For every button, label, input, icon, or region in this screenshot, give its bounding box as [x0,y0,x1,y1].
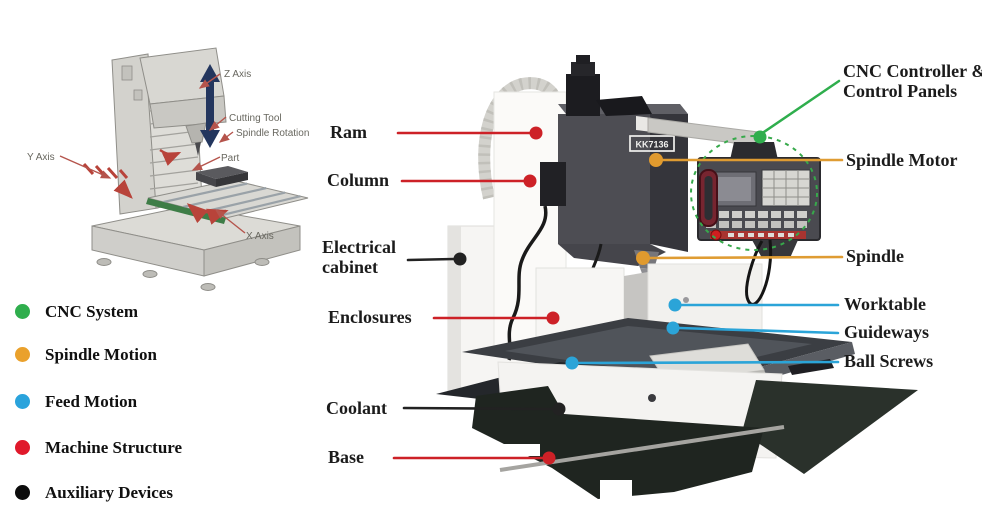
sketch-label-y-axis: Y Axis [27,152,55,163]
sketch-base [91,205,301,291]
callout-label-cnc-controller: CNC Controller & Control Panels [843,61,982,101]
machine-illustration: KK7136 [392,55,918,500]
legend-dot-machine-structure [15,440,30,455]
callout-dot-worktable [668,298,682,312]
legend-dot-auxiliary-devices [15,485,30,500]
spindle-head-part: KK7136 [540,55,688,279]
callout-dot-spindle-motor [649,153,663,167]
control-panel-part [636,116,821,306]
callout-dot-ram [529,126,543,140]
callout-dot-cnc-controller [753,130,767,144]
legend-label-cnc-system: CNC System [45,302,139,321]
sketch-label-spindle-rotation: Spindle Rotation [236,128,309,139]
legend-label-feed-motion: Feed Motion [45,392,138,411]
callout-label-ram: Ram [330,122,367,142]
sketch-part [196,166,248,187]
sketch-label-cutting-tool: Cutting Tool [229,113,282,124]
legend-dot-cnc-system [15,304,30,319]
callout-label-guideways: Guideways [844,322,930,342]
callout-dot-guideways [666,321,680,335]
callout-dot-base [542,451,556,465]
callout-label-ball-screws: Ball Screws [844,351,934,371]
callout-line-coolant [402,406,554,411]
sketch-label-z-axis: Z Axis [224,69,251,80]
callout-dot-column [523,174,537,188]
chip-tray-part [472,380,918,500]
callout-line-cnc-controller [759,79,841,136]
sketch-label-part: Part [221,153,240,164]
callout-line-electrical-cabinet [406,257,456,262]
callout-label-spindle-motor: Spindle Motor [846,150,958,170]
axis-sketch: Z Axis Cutting Tool Spindle Rotation Y A… [27,47,309,291]
sketch-pointer-lines [59,73,246,234]
legend-label-auxiliary-devices: Auxiliary Devices [45,483,173,502]
callout-dot-coolant [552,402,566,416]
callout-line-ball-screws [576,360,840,365]
callout-line-guideways [677,326,840,335]
legend-dot-spindle-motion [15,347,30,362]
callout-label-coolant: Coolant [326,398,388,418]
callout-dot-ball-screws [565,356,579,370]
callout-lines [392,79,844,465]
callout-label-column: Column [327,170,390,190]
spindle-motor-part [566,74,600,116]
legend-label-spindle-motion: Spindle Motion [45,345,157,364]
sketch-label-x-axis: X Axis [246,231,274,242]
callout-label-worktable: Worktable [844,294,927,314]
callout-label-enclosures: Enclosures [328,307,412,327]
emergency-stop-button [710,229,722,241]
legend-dot-feed-motion [15,394,30,409]
sketch-cutting-tool [195,142,201,156]
callout-label-spindle: Spindle [846,246,905,266]
callout-dot-spindle [636,251,650,265]
callout-dot-electrical-cabinet [453,252,467,266]
machine-model-label: KK7136 [635,140,668,150]
legend-label-machine-structure: Machine Structure [45,438,183,457]
callout-dot-enclosures [546,311,560,325]
callout-label-base: Base [328,447,364,467]
callout-line-spindle [647,255,844,260]
callout-label-electrical-cabinet: Electrical cabinet [322,237,396,277]
